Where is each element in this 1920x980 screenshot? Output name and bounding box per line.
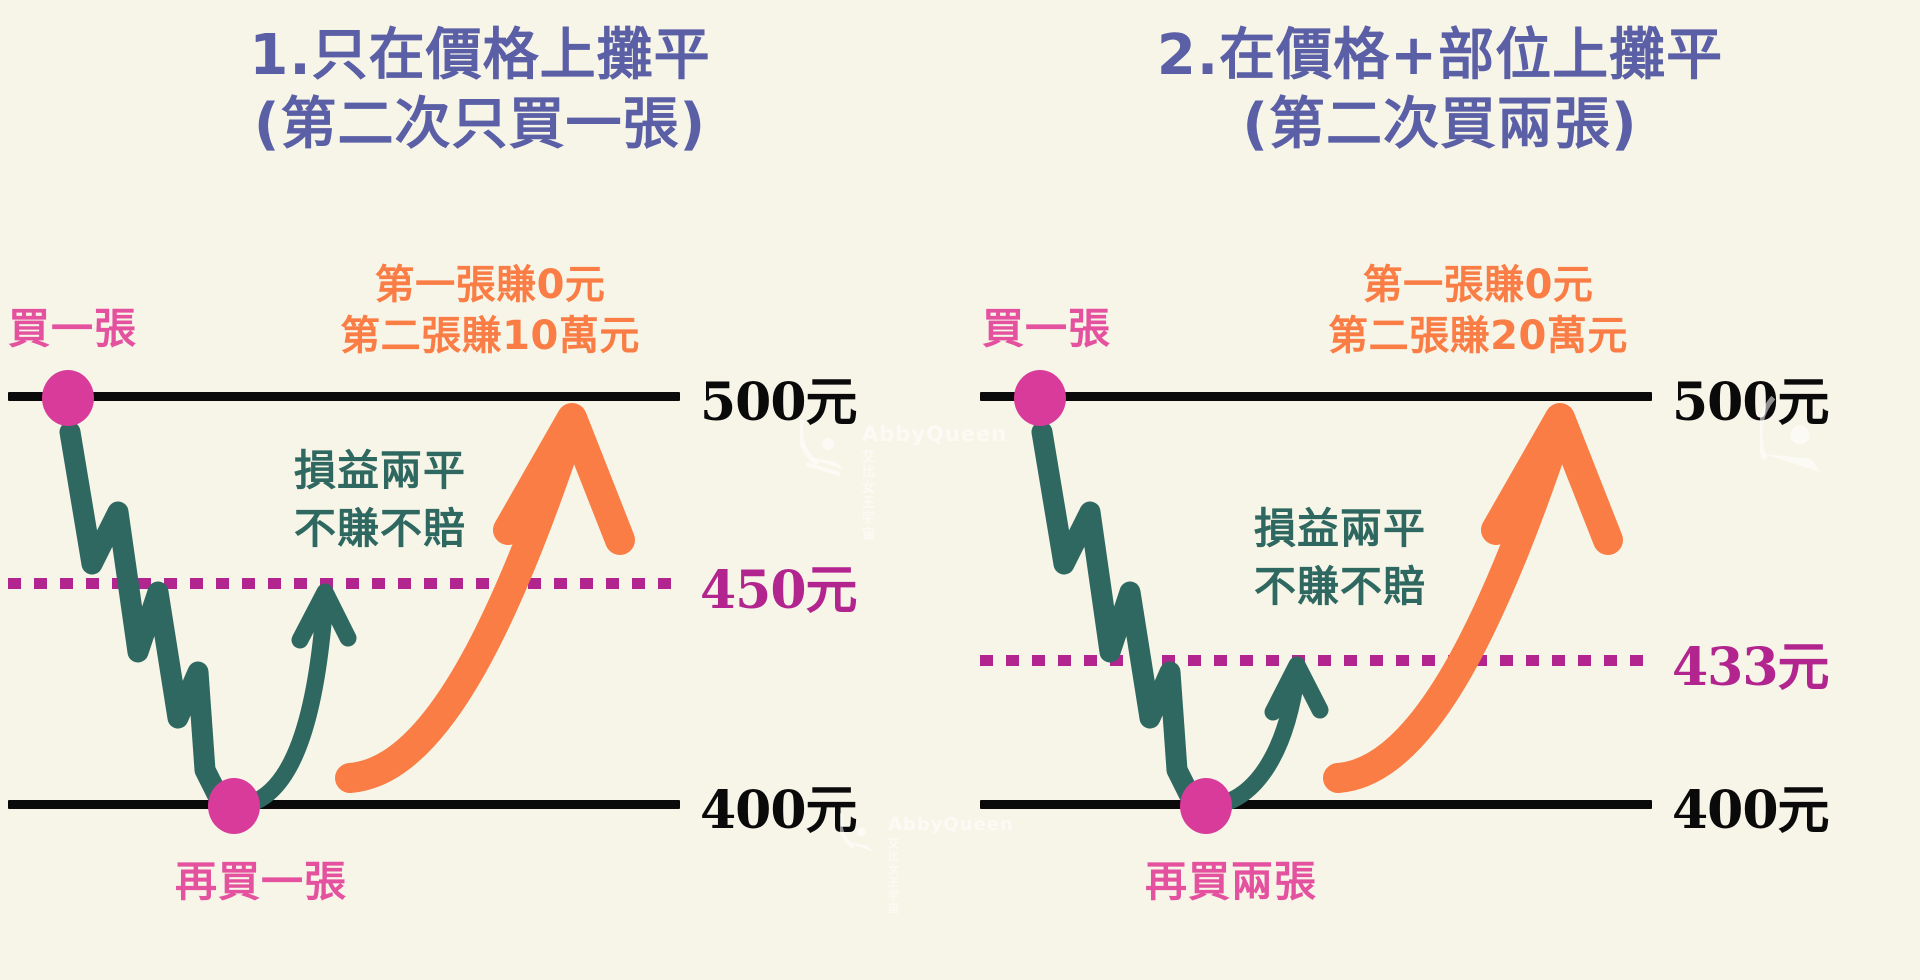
breakeven-curved-arrow	[231, 591, 334, 815]
price-label-500: 500元	[700, 372, 858, 433]
buy-point-dot-bottom	[1180, 778, 1232, 834]
breakeven-arrow-head	[291, 583, 357, 649]
buy-label-top: 買一張	[982, 304, 1112, 353]
falling-zigzag-line	[59, 421, 233, 815]
buy-label-bottom: 再買一張	[175, 857, 348, 906]
buy-label-bottom: 再買兩張	[1145, 857, 1318, 906]
buy-point-dot-top	[1014, 370, 1066, 426]
price-label-450: 450元	[700, 560, 858, 621]
buy-label-top: 買一張	[8, 304, 138, 353]
falling-zigzag-line	[1031, 421, 1205, 815]
breakeven-line-433	[980, 655, 1656, 666]
profit-note: 第一張賺0元 第二張賺10萬元	[340, 262, 640, 360]
breakeven-line-450	[8, 578, 684, 589]
breakeven-note: 損益兩平 不賺不賠	[293, 446, 466, 553]
price-label-400: 400元	[700, 780, 858, 841]
panel-price-position-averaging: 2.在價格+部位上攤平 (第二次買兩張) 500元 433元 400元 買一張 …	[960, 0, 1920, 980]
price-label-500: 500元	[1672, 372, 1830, 433]
panel-2-title: 2.在價格+部位上攤平 (第二次買兩張)	[1156, 23, 1724, 157]
price-line-500	[980, 392, 1652, 401]
profit-note: 第一張賺0元 第二張賺20萬元	[1328, 262, 1628, 360]
price-line-400	[8, 800, 680, 809]
buy-point-dot-top	[42, 370, 94, 426]
breakeven-arrow-head	[1264, 656, 1329, 721]
profit-arrow-head	[1481, 403, 1623, 555]
panel-price-averaging: 1.只在價格上攤平 (第二次只買一張) 500元 450元 400元 買一張 再…	[8, 23, 858, 906]
profit-arrow-head	[493, 403, 635, 555]
price-line-400	[980, 800, 1652, 809]
price-label-400: 400元	[1672, 780, 1830, 841]
breakeven-note: 損益兩平 不賺不賠	[1253, 504, 1426, 611]
buy-point-dot-bottom	[208, 778, 260, 834]
price-label-433: 433元	[1672, 637, 1830, 698]
panel-1-title: 1.只在價格上攤平 (第二次只買一張)	[249, 23, 711, 157]
price-line-500	[8, 392, 680, 401]
